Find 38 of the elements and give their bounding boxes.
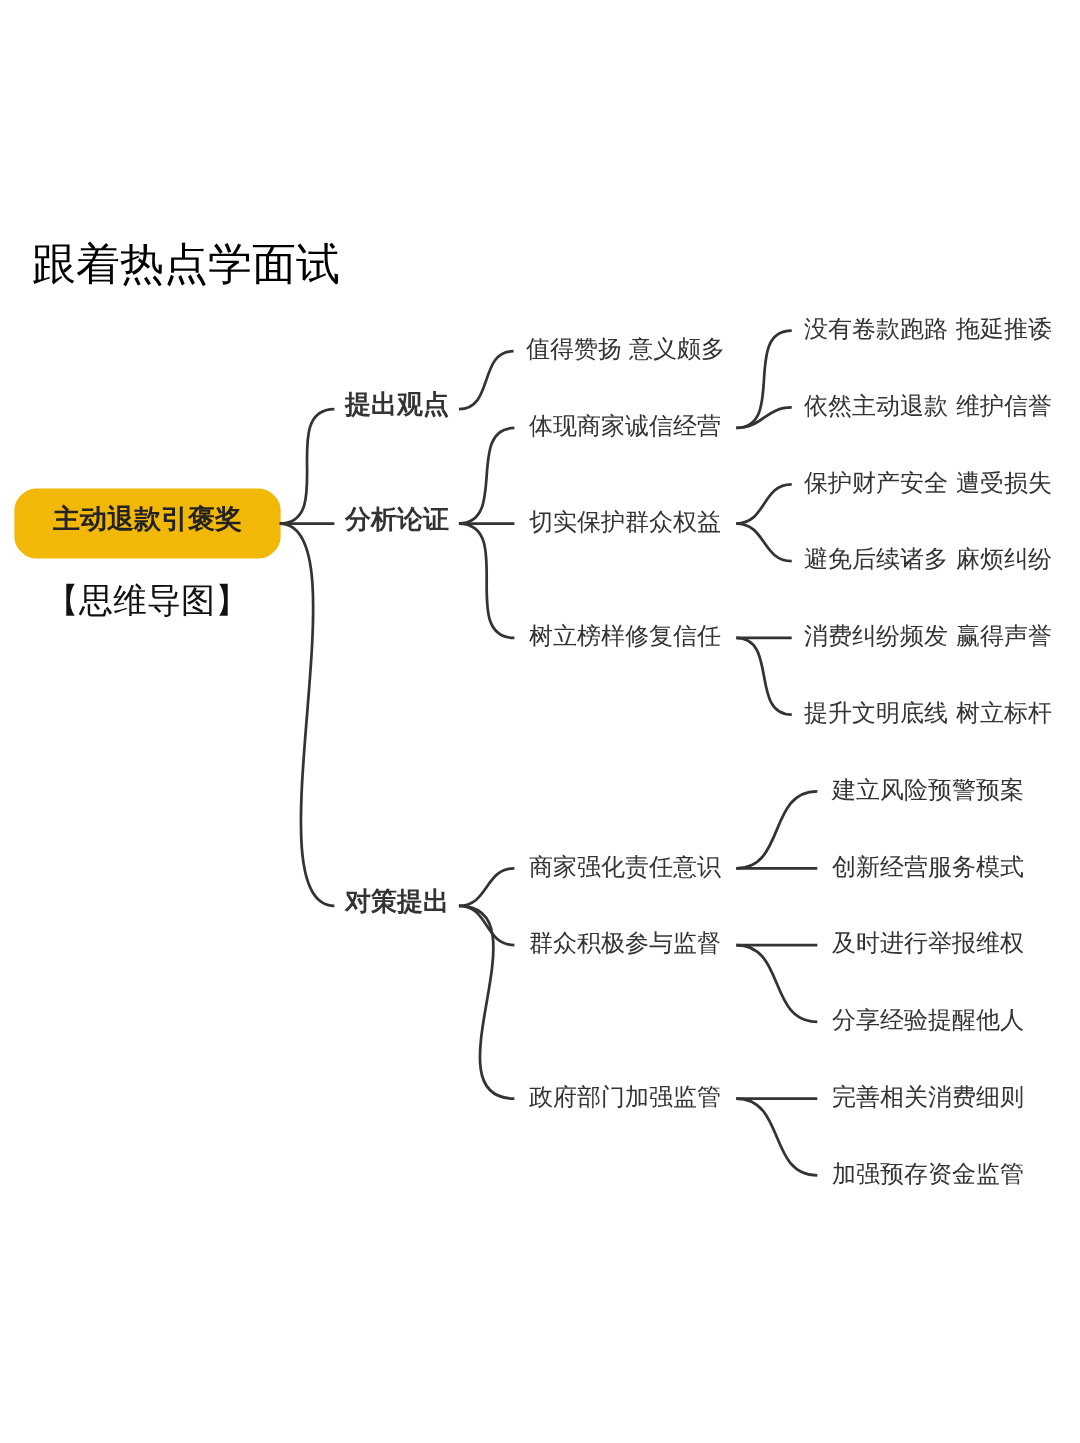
node-text: 创新经营服务模式	[832, 852, 1025, 881]
node-text: 建立风险预警预案	[832, 775, 1025, 804]
connector	[736, 790, 818, 870]
node-text: 政府部门加强监管	[529, 1082, 722, 1111]
connector	[736, 522, 792, 563]
node-text: 值得赞扬 意义颇多	[525, 335, 726, 364]
node-text: 对策提出	[344, 886, 449, 917]
connector	[458, 866, 515, 908]
node-text: 提升文明底线 树立标杆	[804, 698, 1053, 727]
node-text: 完善相关消费细则	[832, 1082, 1025, 1111]
node-text: 分享经验提醒他人	[832, 1006, 1025, 1035]
connector	[736, 406, 792, 430]
label: 【思维导图】	[45, 580, 250, 621]
node-text: 分析论证	[344, 503, 449, 534]
node-text: 避免后续诸多 麻烦纠纷	[804, 545, 1053, 574]
node-text: 树立榜样修复信任	[529, 622, 722, 651]
node-text: 群众积极参与监督	[529, 929, 722, 958]
connector	[736, 329, 792, 430]
diagram-title: 跟着热点学面试	[31, 238, 340, 290]
node-text: 没有卷款跑路 拖延推诿	[804, 315, 1053, 343]
node-box: 主动退款引褒奖	[14, 488, 281, 559]
connector	[458, 904, 515, 1100]
node-text: 加强预存资金监管	[832, 1159, 1025, 1188]
node-text: 消费纠纷频发 赢得声誉	[804, 622, 1053, 651]
connector	[458, 522, 515, 640]
node-text: 商家强化责任意识	[529, 852, 722, 881]
node-text: 保护财产安全 遭受损失	[804, 468, 1053, 497]
connector	[736, 943, 818, 1024]
node-text: 体现商家诚信经营	[529, 412, 722, 441]
connector	[736, 1097, 818, 1177]
connector	[279, 522, 335, 908]
connector	[736, 866, 818, 870]
connector	[458, 349, 514, 411]
node-text: 切实保护群众权益	[529, 507, 722, 536]
node-text: 依然主动退款 维护信誉	[804, 391, 1053, 420]
node-text: 提出观点	[344, 389, 449, 420]
node-text: 及时进行举报维权	[832, 929, 1025, 958]
connector	[736, 636, 792, 716]
